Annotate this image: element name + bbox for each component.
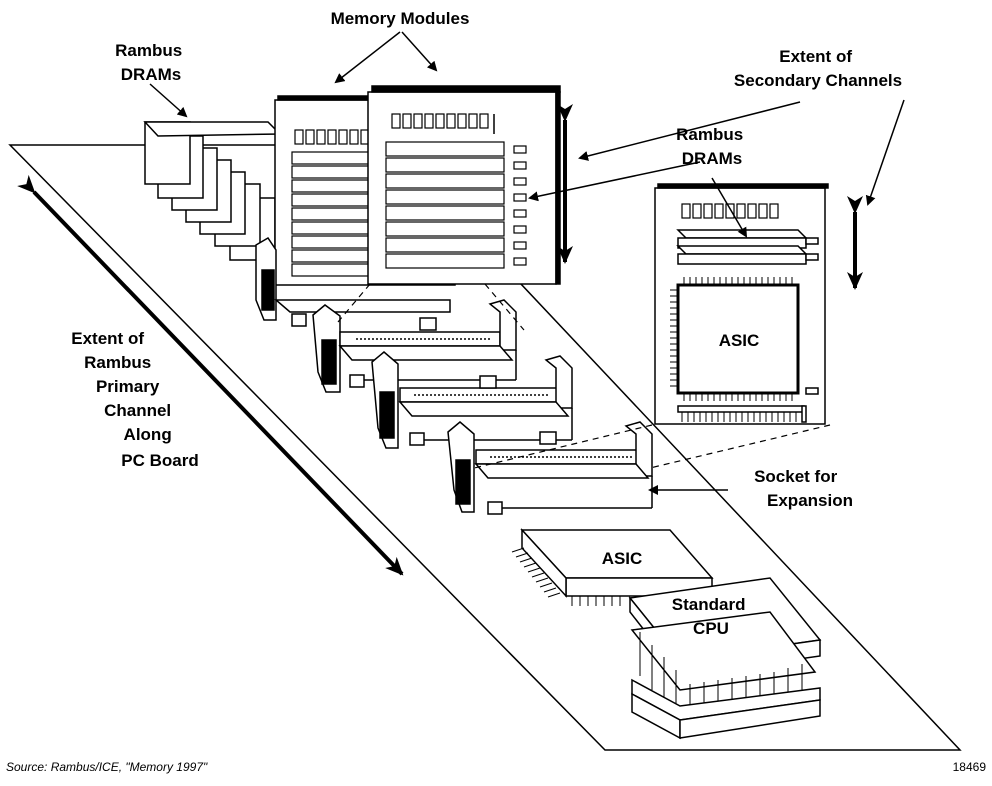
socket-expansion-label: Socket for Expansion (754, 467, 853, 510)
memory-modules-label: Memory Modules (331, 9, 470, 28)
asic-module-label: ASIC (719, 331, 760, 350)
asic-module-card (655, 184, 828, 424)
figure-number: 18469 (953, 760, 987, 774)
extent-secondary-label: Extent of Secondary Channels (734, 47, 902, 90)
memory-module-2 (368, 86, 560, 284)
source-caption: Source: Rambus/ICE, "Memory 1997" (6, 760, 208, 774)
rambus-drams-left-label: Rambus DRAMs (115, 41, 187, 84)
rambus-drams-right-label: Rambus DRAMs (676, 125, 748, 168)
asic-board-label: ASIC (602, 549, 643, 568)
extent-primary-label: Extent of Rambus Primary Channel Along P… (71, 329, 198, 470)
